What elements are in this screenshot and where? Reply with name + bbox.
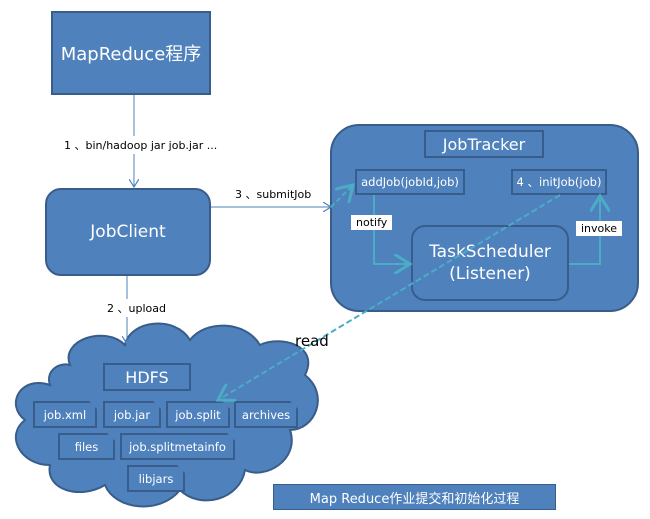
addjob-node: addJob(jobId,job) — [355, 169, 465, 195]
mapreduce-program-label: MapReduce程序 — [60, 44, 202, 65]
edge-label-read: read — [295, 332, 329, 350]
edge-label-notify: notify — [351, 215, 393, 230]
taskscheduler-node: TaskScheduler (Listener) — [411, 225, 569, 301]
hdfs-file: libjars — [127, 465, 185, 492]
edge-label-invoke: invoke — [576, 221, 623, 236]
hdfs-file: files — [58, 433, 115, 460]
hdfs-file-label: job.jar — [113, 407, 151, 422]
addjob-label: addJob(jobId,job) — [361, 175, 459, 189]
hdfs-title: HDFS — [103, 363, 191, 391]
hdfs-file: job.splitmetainfo — [120, 433, 235, 460]
initjob-label: 4 、initJob(job) — [516, 175, 602, 189]
jobclient-node: JobClient — [45, 188, 211, 276]
hdfs-file-label: files — [74, 439, 99, 454]
hdfs-file: job.split — [166, 401, 230, 428]
edge-label-step3: 3 、submitJob — [233, 185, 314, 203]
diagram-caption: Map Reduce作业提交和初始化过程 — [273, 484, 556, 510]
hdfs-file-label: job.xml — [43, 407, 87, 422]
jobtracker-label: JobTracker — [442, 134, 526, 154]
hdfs-file: archives — [234, 401, 298, 428]
caption-label: Map Reduce作业提交和初始化过程 — [309, 491, 520, 507]
jobtracker-title: JobTracker — [424, 130, 544, 158]
hdfs-file: job.xml — [33, 401, 97, 428]
hdfs-file-label: libjars — [138, 471, 174, 486]
edge-label-step1: 1 、bin/hadoop jar job.jar ... — [62, 136, 220, 154]
mapreduce-program-node: MapReduce程序 — [51, 11, 211, 95]
hdfs-label: HDFS — [125, 367, 169, 387]
taskscheduler-label: TaskScheduler — [429, 242, 551, 262]
jobclient-label: JobClient — [90, 222, 166, 242]
listener-label: (Listener) — [449, 264, 531, 284]
hdfs-file-label: archives — [241, 407, 291, 422]
edge-label-step2: 2 、upload — [105, 299, 168, 317]
hdfs-file-label: job.split — [175, 407, 221, 422]
hdfs-file-label: job.splitmetainfo — [129, 439, 226, 454]
hdfs-file: job.jar — [103, 401, 161, 428]
initjob-node: 4 、initJob(job) — [511, 169, 607, 195]
